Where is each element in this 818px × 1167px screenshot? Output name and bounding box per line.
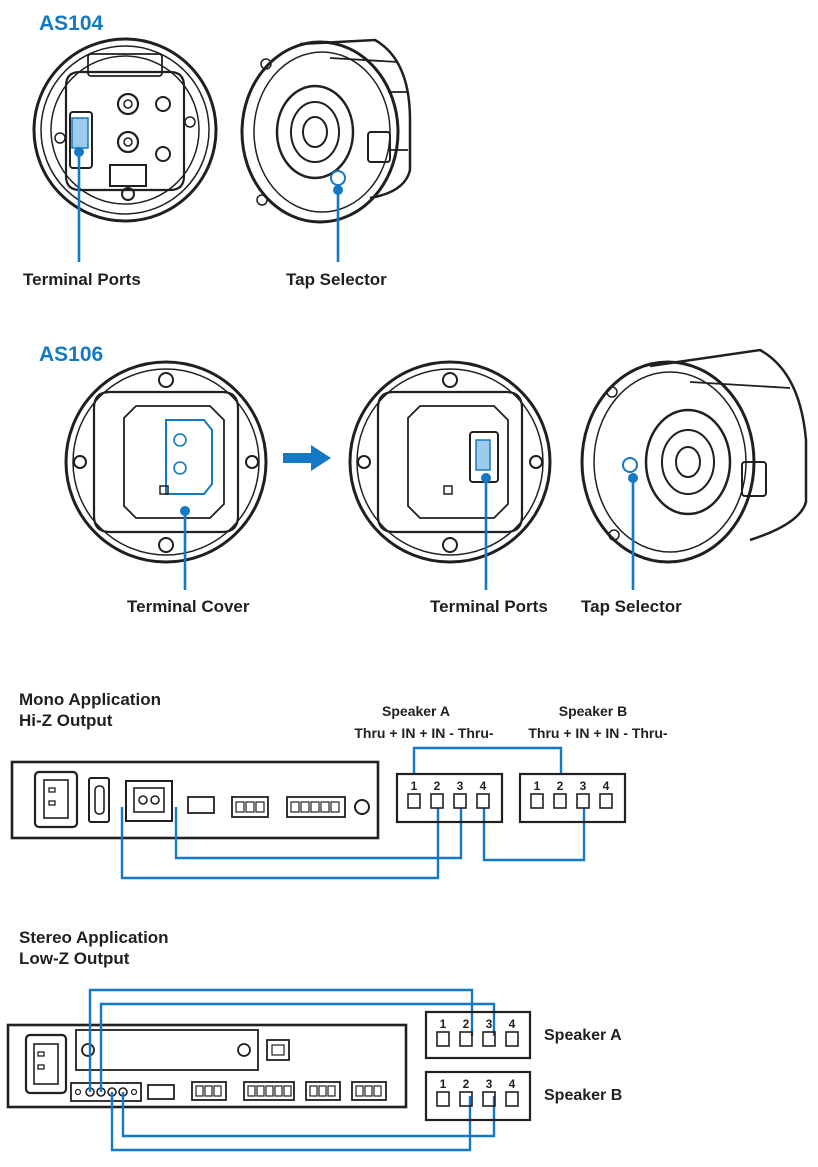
as106-rear-view-uncovered xyxy=(348,360,552,564)
as106-terminal-cover-callout xyxy=(180,506,190,590)
mono-amplifier xyxy=(10,760,380,840)
as104-rear-view xyxy=(32,37,218,223)
as106-title: AS106 xyxy=(39,343,103,366)
mono-b-pin-2: 2 xyxy=(557,779,564,793)
as104-terminal-ports-callout xyxy=(74,147,84,262)
as106-terminal-ports-label: Terminal Ports xyxy=(430,597,548,616)
mono-wiring xyxy=(120,746,586,880)
stereo-a-pin-2: 2 xyxy=(463,1017,470,1031)
stereo-speaker-a-terminal: 1 2 3 4 xyxy=(424,1010,532,1060)
as106-tap-selector-label: Tap Selector xyxy=(581,597,682,616)
mono-title-line2: Hi-Z Output xyxy=(19,711,113,730)
mono-a-pin-3: 3 xyxy=(457,779,464,793)
as104-title: AS104 xyxy=(39,12,104,35)
as106-terminal-ports-callout xyxy=(481,473,491,590)
stereo-speaker-b-name: Speaker B xyxy=(544,1087,622,1104)
mono-speaker-a-pins-label: Thru + IN + IN - Thru- xyxy=(354,725,494,741)
as104-tap-selector-callout xyxy=(330,170,346,262)
mono-title-line1: Mono Application xyxy=(19,690,161,709)
stereo-speaker-b-terminal: 1 2 3 4 xyxy=(424,1070,532,1122)
stereo-b-pin-4: 4 xyxy=(509,1077,516,1091)
mono-b-pin-1: 1 xyxy=(534,779,541,793)
stereo-b-pin-3: 3 xyxy=(486,1077,493,1091)
as106-rear-view-covered xyxy=(64,360,268,564)
mono-b-pin-3: 3 xyxy=(580,779,587,793)
as104-terminal-ports-label: Terminal Ports xyxy=(23,270,141,289)
mono-speaker-b-terminal: 1 2 3 4 xyxy=(518,772,627,824)
stereo-speaker-a-name: Speaker A xyxy=(544,1027,622,1044)
mono-a-pin-1: 1 xyxy=(411,779,418,793)
stereo-a-pin-3: 3 xyxy=(486,1017,493,1031)
cover-removal-arrow-icon xyxy=(283,445,331,471)
as104-angled-view xyxy=(240,38,412,224)
stereo-amplifier xyxy=(6,1023,408,1109)
mono-speaker-a-name: Speaker A xyxy=(382,703,450,719)
stereo-b-pin-1: 1 xyxy=(440,1077,447,1091)
stereo-b-pin-2: 2 xyxy=(463,1077,470,1091)
stereo-title-line1: Stereo Application xyxy=(19,928,169,947)
mono-speaker-a-terminal: 1 2 3 4 xyxy=(395,772,504,824)
mono-b-pin-4: 4 xyxy=(603,779,610,793)
stereo-a-pin-4: 4 xyxy=(509,1017,516,1031)
as106-angled-view xyxy=(580,348,808,564)
stereo-title-line2: Low-Z Output xyxy=(19,949,130,968)
mono-a-pin-2: 2 xyxy=(434,779,441,793)
stereo-a-pin-1: 1 xyxy=(440,1017,447,1031)
as106-terminal-cover-label: Terminal Cover xyxy=(127,597,250,616)
mono-speaker-b-name: Speaker B xyxy=(559,703,627,719)
mono-a-pin-4: 4 xyxy=(480,779,487,793)
mono-speaker-b-pins-label: Thru + IN + IN - Thru- xyxy=(528,725,668,741)
as104-tap-selector-label: Tap Selector xyxy=(286,270,387,289)
as106-tap-selector-callout xyxy=(622,457,638,590)
